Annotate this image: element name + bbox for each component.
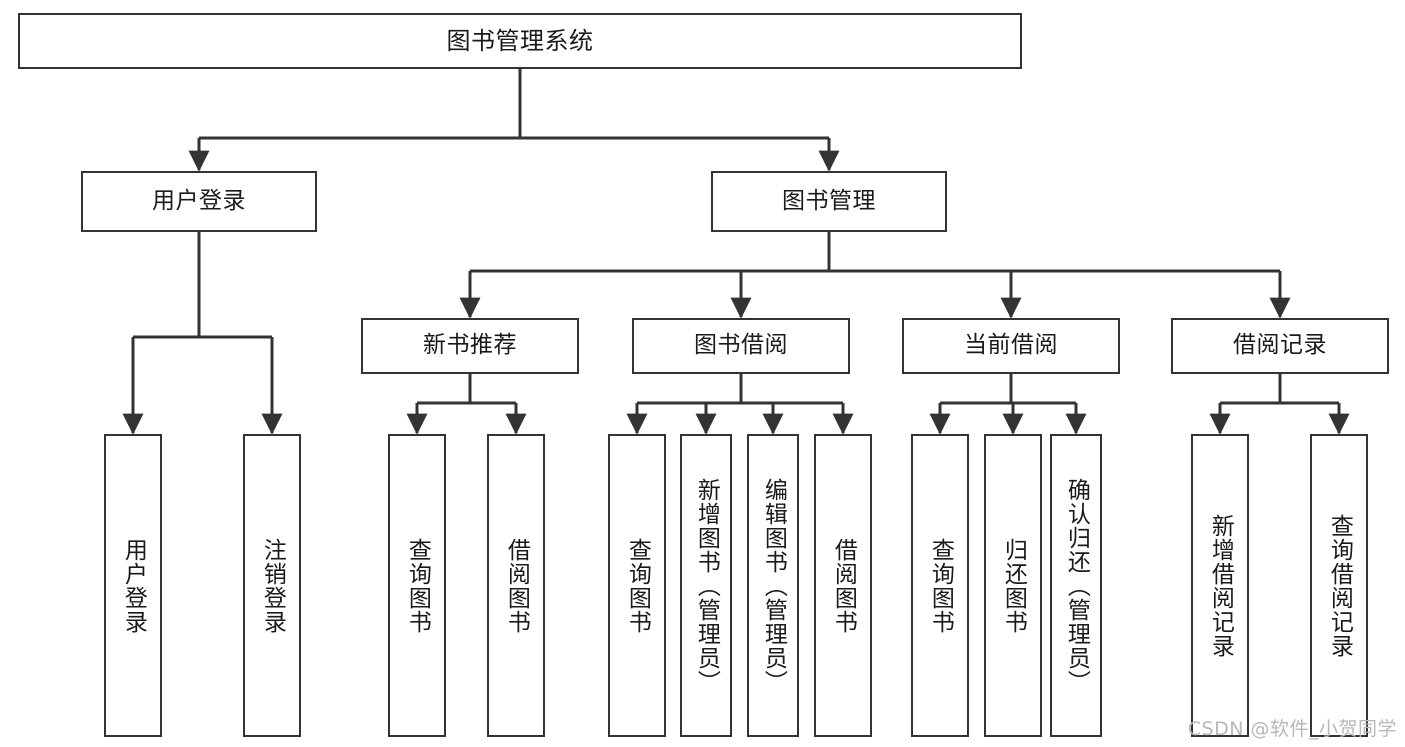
node-leaf-confirm-return-admin[interactable]: 确认归还（管理员） (1050, 434, 1102, 737)
node-new-book-recommend[interactable]: 新书推荐 (361, 318, 579, 374)
node-leaf-query-borrow-record[interactable]: 查询借阅记录 (1310, 434, 1368, 737)
node-leaf-return-book-label: 归还图书 (1000, 537, 1027, 634)
node-leaf-return-book[interactable]: 归还图书 (984, 434, 1042, 737)
node-leaf-edit-book-admin-label: 编辑图书（管理员） (760, 477, 787, 694)
node-current-borrow[interactable]: 当前借阅 (902, 318, 1120, 374)
watermark: CSDN @软件_小贺同学 (1187, 718, 1397, 740)
node-leaf-confirm-return-admin-label: 确认归还（管理员） (1063, 477, 1090, 694)
node-leaf-query-borrow-record-label: 查询借阅记录 (1326, 513, 1353, 658)
node-new-book-recommend-label: 新书推荐 (423, 332, 517, 359)
node-borrow-record[interactable]: 借阅记录 (1171, 318, 1389, 374)
node-leaf-user-login[interactable]: 用户登录 (104, 434, 162, 737)
node-root[interactable]: 图书管理系统 (18, 13, 1022, 69)
node-leaf-logout-label: 注销登录 (259, 537, 286, 634)
node-user-login[interactable]: 用户登录 (81, 171, 317, 232)
node-user-login-label: 用户登录 (152, 187, 246, 214)
node-leaf-add-borrow-record-label: 新增借阅记录 (1207, 513, 1234, 658)
node-leaf-query-book-1[interactable]: 查询图书 (388, 434, 446, 737)
node-leaf-user-login-label: 用户登录 (120, 537, 147, 634)
node-leaf-query-book-3-label: 查询图书 (927, 537, 954, 634)
node-borrow-record-label: 借阅记录 (1233, 332, 1327, 359)
node-leaf-query-book-2[interactable]: 查询图书 (608, 434, 666, 737)
node-leaf-query-book-1-label: 查询图书 (404, 537, 431, 634)
node-book-borrow-label: 图书借阅 (694, 332, 788, 359)
node-book-management[interactable]: 图书管理 (711, 171, 947, 232)
node-book-management-label: 图书管理 (782, 187, 876, 214)
node-leaf-borrow-book-1-label: 借阅图书 (503, 537, 530, 634)
node-leaf-borrow-book-2-label: 借阅图书 (830, 537, 857, 634)
node-leaf-add-book-admin[interactable]: 新增图书（管理员） (680, 434, 732, 737)
node-leaf-query-book-3[interactable]: 查询图书 (911, 434, 969, 737)
node-leaf-borrow-book-2[interactable]: 借阅图书 (814, 434, 872, 737)
node-leaf-edit-book-admin[interactable]: 编辑图书（管理员） (747, 434, 799, 737)
node-leaf-borrow-book-1[interactable]: 借阅图书 (487, 434, 545, 737)
node-leaf-logout[interactable]: 注销登录 (243, 434, 301, 737)
node-root-label: 图书管理系统 (446, 26, 594, 55)
node-book-borrow[interactable]: 图书借阅 (632, 318, 850, 374)
node-leaf-query-book-2-label: 查询图书 (624, 537, 651, 634)
node-current-borrow-label: 当前借阅 (964, 332, 1058, 359)
node-leaf-add-book-admin-label: 新增图书（管理员） (693, 477, 720, 694)
node-leaf-add-borrow-record[interactable]: 新增借阅记录 (1191, 434, 1249, 737)
